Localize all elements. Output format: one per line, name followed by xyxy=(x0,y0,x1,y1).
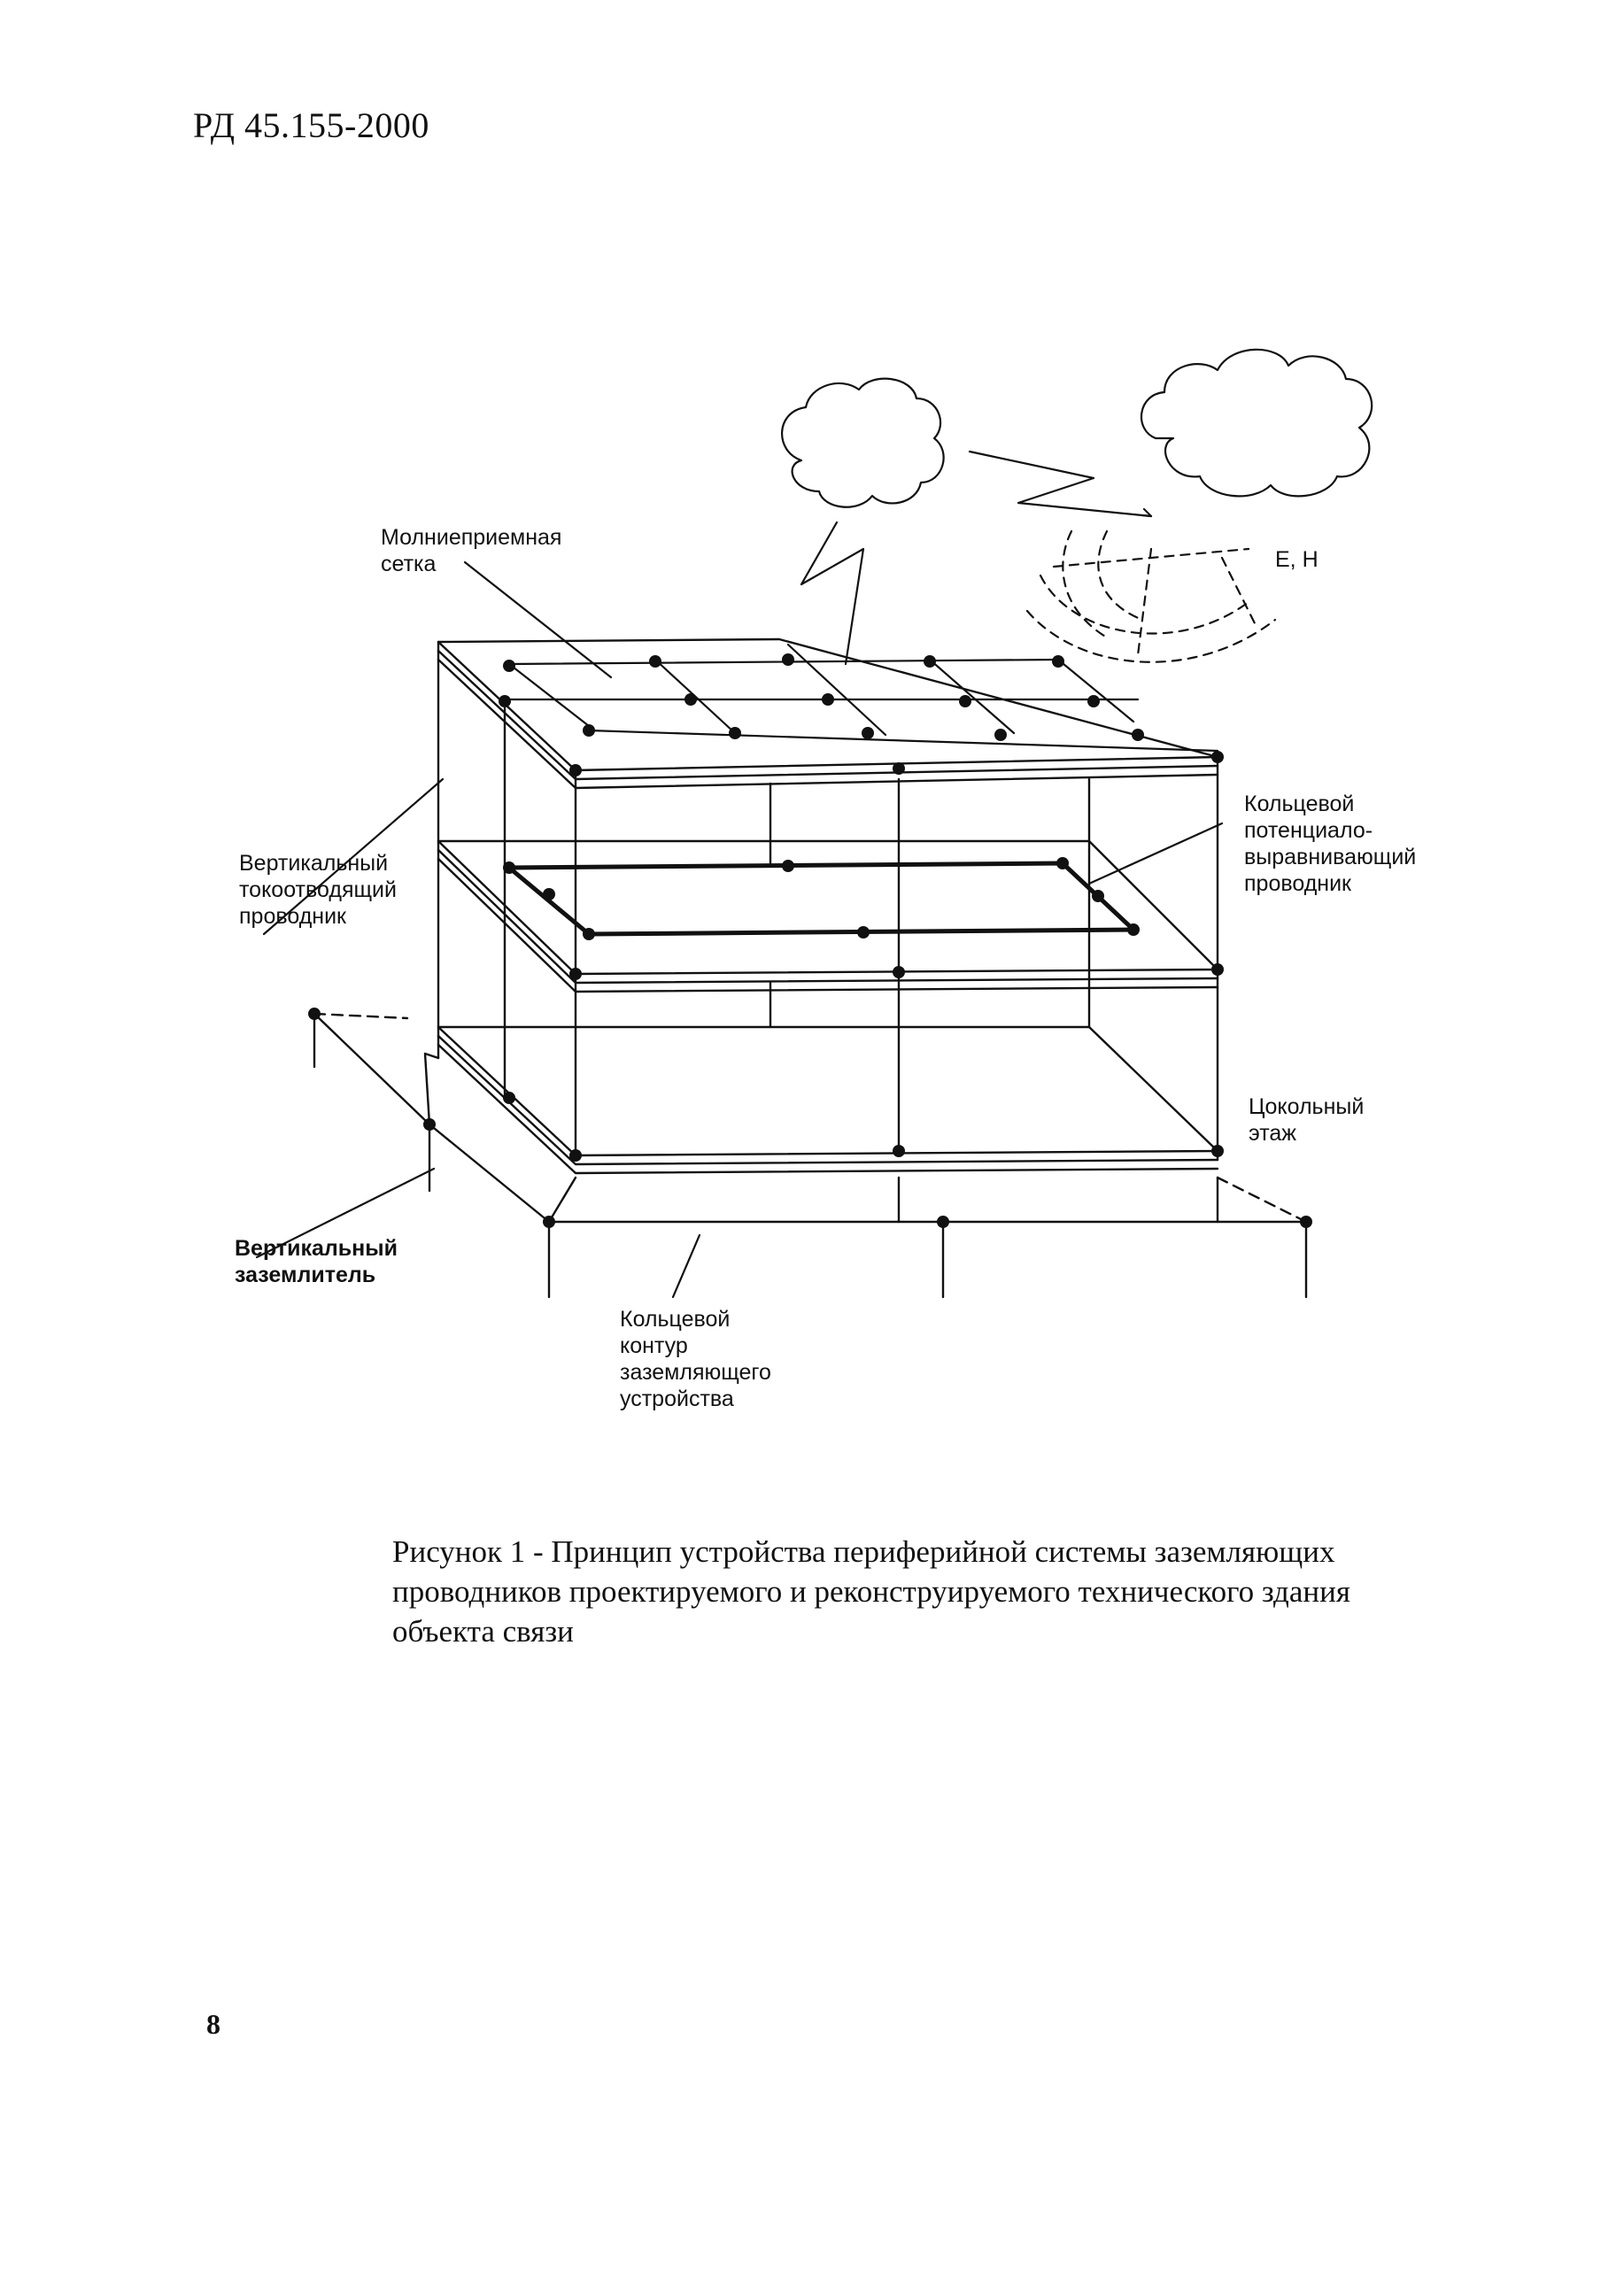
figure-caption: Рисунок 1 - Принцип устройства периферий… xyxy=(392,1534,1350,1649)
label-eh-field: E, H xyxy=(1275,547,1319,572)
document-code: РД 45.155-2000 xyxy=(193,105,429,145)
label-ground-ring: Кольцевой контур заземляющего устройства xyxy=(620,1307,771,1411)
label-basement: Цокольный этаж xyxy=(1249,1094,1365,1146)
label-lightning-grid: Молниеприемная сетка xyxy=(381,525,562,576)
page-number: 8 xyxy=(206,2008,220,2040)
cloud-right-icon xyxy=(1140,348,1373,498)
label-ground-rod: Вертикальный заземлитель xyxy=(235,1236,398,1287)
cloud-left-icon xyxy=(781,377,945,508)
label-ring-conductor: Кольцевой потенциало- выравнивающий пров… xyxy=(1244,792,1417,896)
label-down-conductor: Вертикальный токоотводящий проводник xyxy=(239,851,397,929)
